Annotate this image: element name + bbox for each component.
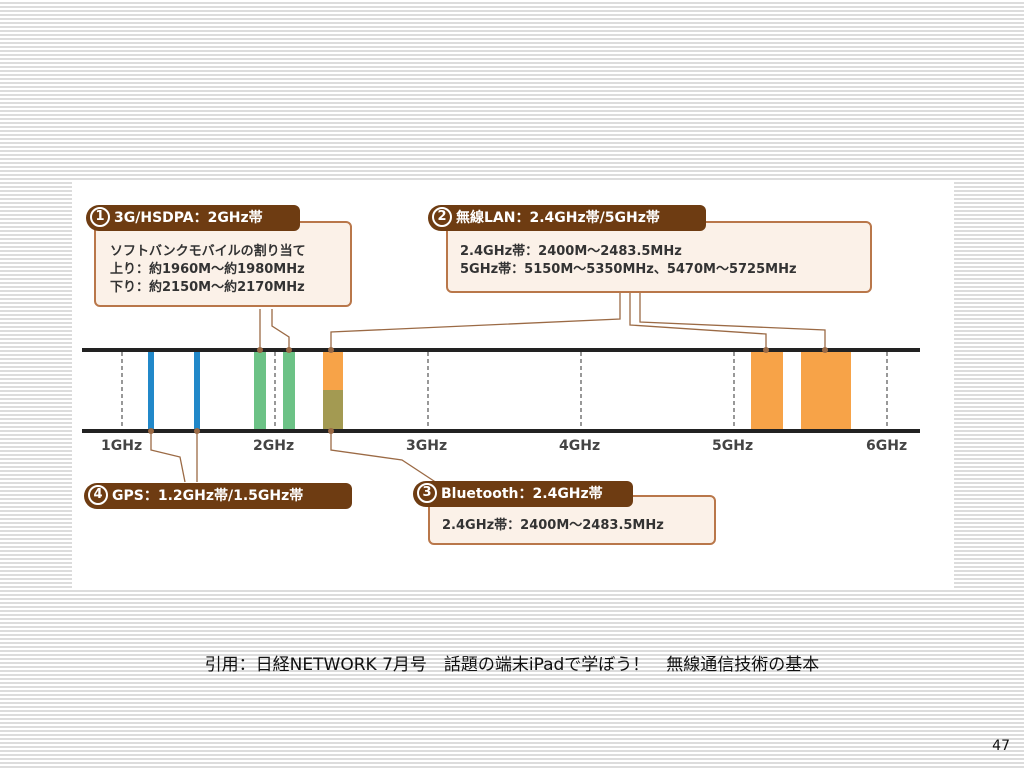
axis-label-6ghz: 6GHz	[866, 438, 908, 454]
connector-dot	[148, 428, 154, 434]
axis-label-2ghz: 2GHz	[253, 438, 295, 454]
callout-line: 2.4GHz帯：2400M～2483.5MHz	[460, 244, 682, 259]
connectors-callout-3	[330, 431, 438, 484]
callout-wireless-lan-text: 2.4GHz帯：2400M～2483.5MHz 5GHz帯：5150M～5350…	[460, 243, 797, 279]
number-badge: 2	[432, 207, 452, 227]
axis-label-1ghz: 1GHz	[101, 438, 143, 454]
callout-line: ソフトバンクモバイルの割り当て	[110, 244, 306, 259]
connectors-callout-1	[259, 309, 290, 350]
wlan-band-5470-5725	[801, 352, 851, 429]
connector-dot	[286, 347, 292, 353]
connectors-callout-2	[330, 292, 826, 350]
gps-band-1-5ghz	[194, 352, 200, 429]
connector-dot	[257, 347, 263, 353]
wlan-band-2-4ghz	[323, 352, 343, 390]
hsdpa-band-downlink	[283, 352, 295, 429]
callout-line: 下り：約2150M～約2170MHz	[110, 280, 305, 295]
callout-title-text: 3G/HSDPA：2GHz帯	[114, 210, 263, 226]
callout-3g-hsdpa-text: ソフトバンクモバイルの割り当て 上り：約1960M～約1980MHz 下り：約2…	[110, 243, 306, 297]
gps-band-1-2ghz	[148, 352, 154, 429]
connector-dot	[194, 428, 200, 434]
callout-title-text: GPS：1.2GHz帯/1.5GHz帯	[112, 488, 304, 504]
connector-dot	[328, 347, 334, 353]
bluetooth-band-2-4ghz	[323, 390, 343, 429]
number-badge: 3	[417, 483, 437, 503]
callout-title-text: 無線LAN：2.4GHz帯/5GHz帯	[456, 210, 660, 226]
callout-wireless-lan: 2.4GHz帯：2400M～2483.5MHz 5GHz帯：5150M～5350…	[446, 221, 872, 293]
hsdpa-band-uplink	[254, 352, 266, 429]
axis-label-3ghz: 3GHz	[406, 438, 448, 454]
connector-dot	[328, 428, 334, 434]
connectors-callout-4	[150, 431, 198, 483]
callout-3g-hsdpa: ソフトバンクモバイルの割り当て 上り：約1960M～約1980MHz 下り：約2…	[94, 221, 352, 307]
callout-line: 2.4GHz帯：2400M～2483.5MHz	[442, 518, 664, 533]
band-chart-svg	[82, 292, 920, 484]
axis-label-5ghz: 5GHz	[712, 438, 754, 454]
callout-title-text: Bluetooth：2.4GHz帯	[441, 486, 603, 502]
callout-line: 5GHz帯：5150M～5350MHz、5470M～5725MHz	[460, 262, 797, 277]
page-number: 47	[992, 738, 1010, 754]
number-badge: 1	[90, 207, 110, 227]
axis-label-4ghz: 4GHz	[559, 438, 601, 454]
wlan-band-5150-5350	[751, 352, 783, 429]
callout-bluetooth-text: 2.4GHz帯：2400M～2483.5MHz	[442, 517, 664, 535]
citation-text: 引用：日経NETWORK 7月号 話題の端末iPadで学ぼう！ 無線通信技術の基…	[204, 655, 820, 675]
connector-dot	[822, 347, 828, 353]
connector-dot	[763, 347, 769, 353]
callout-line: 上り：約1960M～約1980MHz	[110, 262, 305, 277]
frequency-band-diagram: 1GHz 2GHz 3GHz 4GHz 5GHz 6GHz ソフトバンクモバイル…	[72, 182, 954, 588]
number-badge: 4	[88, 485, 108, 505]
